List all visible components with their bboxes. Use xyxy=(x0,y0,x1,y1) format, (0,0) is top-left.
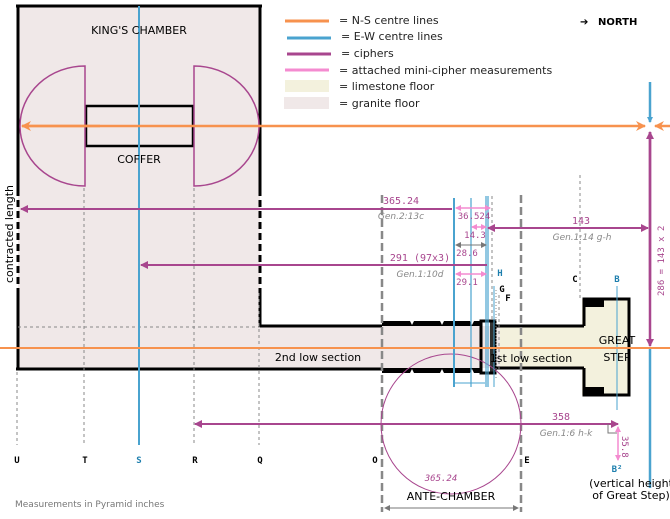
ante-chamber-top-wainscot xyxy=(382,321,482,326)
great-step-note-line1: (vertical height xyxy=(589,477,670,490)
mini-291-value: 29.1 xyxy=(456,278,478,288)
kings-chamber-label: KING'S CHAMBER xyxy=(91,24,187,37)
point-s: S xyxy=(136,456,141,466)
point-q: Q xyxy=(257,456,263,466)
ante-chamber-circle-value: 365.24 xyxy=(424,474,458,484)
point-u: U xyxy=(14,456,19,466)
legend-label-ns: = N-S centre lines xyxy=(339,14,439,27)
cipher-143-value: 143 xyxy=(572,216,590,227)
legend-swatch-limestone xyxy=(285,80,329,92)
cipher-left-semicircle xyxy=(19,65,86,187)
cipher-365-ref: Gen.2:13c xyxy=(378,212,424,222)
great-step-bottom-block xyxy=(584,387,604,395)
ante-chamber-bottom-wainscot xyxy=(382,368,482,373)
ante-chamber-label: ANTE-CHAMBER xyxy=(407,490,496,503)
point-b: B xyxy=(614,275,620,285)
legend-label-granite: = granite floor xyxy=(339,97,420,110)
legend-label-ew: = E-W centre lines xyxy=(341,30,443,43)
cipher-365-value: 365.24 xyxy=(383,196,419,207)
legend-label-cipher: = ciphers xyxy=(341,47,394,60)
point-f: F xyxy=(505,294,510,304)
cipher-358-value: 358 xyxy=(552,412,570,423)
second-low-section-label: 2nd low section xyxy=(275,351,361,364)
cipher-right-semicircle xyxy=(193,65,260,187)
north-arrow-icon: ➔ xyxy=(580,17,588,28)
legend: = N-S centre lines = E-W centre lines = … xyxy=(284,14,552,110)
contracted-length-label: contracted length xyxy=(3,185,16,283)
coffer-label: COFFER xyxy=(117,153,161,166)
mini-358-value: 35.8 xyxy=(619,436,629,458)
great-step-label-1: GREAT xyxy=(599,334,636,347)
legend-swatch-granite xyxy=(284,97,329,109)
first-low-section-label: 1st low section xyxy=(490,352,572,365)
cipher-143-ref: Gen.1:14 g-h xyxy=(553,233,612,243)
legend-label-mini: = attached mini-cipher measurements xyxy=(339,64,552,77)
mini-143-value: 14.3 xyxy=(464,231,486,241)
point-r: R xyxy=(192,456,198,466)
point-h: H xyxy=(497,269,502,279)
cipher-291-ref: Gen.1:10d xyxy=(397,270,444,280)
mini-36524-value: 36.524 xyxy=(458,212,491,222)
legend-label-limestone: = limestone floor xyxy=(339,80,435,93)
cipher-291-value: 291 (97x3) xyxy=(390,253,450,264)
cipher-358-ref: Gen.1:6 h-k xyxy=(540,429,593,439)
north-label: NORTH xyxy=(598,17,637,28)
great-step-note-line2: of Great Step) xyxy=(592,489,670,502)
mini-286-value: 28.6 xyxy=(456,249,478,259)
point-c: C xyxy=(572,275,577,285)
point-o: O xyxy=(372,456,378,466)
right-angle-marker xyxy=(607,424,617,434)
point-t: T xyxy=(82,456,88,466)
point-g: G xyxy=(499,285,504,295)
point-b2: B² xyxy=(612,465,623,475)
point-e: E xyxy=(524,456,529,466)
cipher-286-value: 286 = 143 x 2 xyxy=(657,226,667,296)
great-step-label-2: STEP xyxy=(603,351,631,364)
footnote: Measurements in Pyramid inches xyxy=(15,500,165,510)
great-step-top-block xyxy=(584,299,604,307)
